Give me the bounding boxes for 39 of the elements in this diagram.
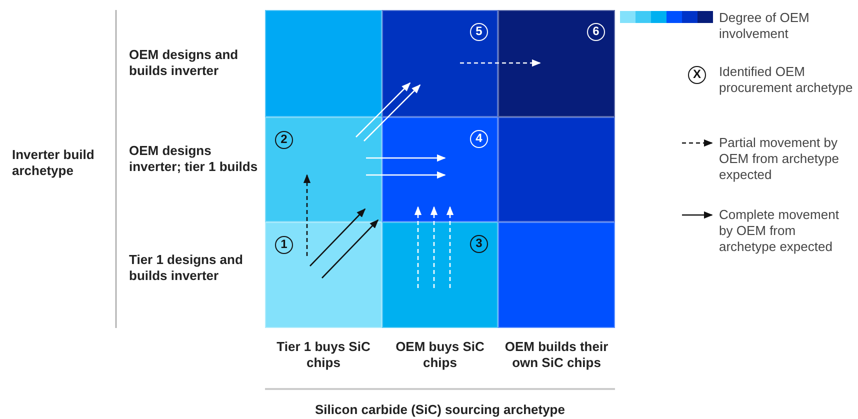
grid-cell — [265, 117, 382, 222]
arrow — [310, 208, 366, 266]
axis-title: Inverter build archetype — [12, 147, 96, 179]
archetype-number: 2 — [275, 131, 293, 149]
arrow — [366, 171, 446, 179]
arrow — [414, 206, 422, 288]
archetype-number: 3 — [470, 235, 488, 253]
arrow — [460, 59, 541, 67]
arrow — [366, 154, 446, 162]
grid-cell — [382, 222, 498, 328]
arrow — [430, 206, 438, 288]
archetype-number: 6 — [587, 23, 605, 41]
arrow — [364, 84, 421, 142]
legend-text: Complete movement by OEM from archetype expected — [719, 207, 840, 255]
grid-cell — [382, 117, 498, 222]
legend-text: Partial movement by OEM from archetype expected — [719, 135, 840, 183]
grid-cell — [265, 222, 382, 328]
grid-cell — [265, 10, 382, 117]
legend-text: Identified OEM procurement archetype — [719, 64, 854, 96]
row-label: Tier 1 designs and builds inverter — [129, 252, 244, 284]
column-label: Tier 1 buys SiC chips — [276, 339, 372, 371]
archetype-number: 1 — [275, 236, 293, 254]
row-label: OEM designs and builds inverter — [129, 47, 240, 79]
grid-cell — [498, 222, 615, 328]
archetype-number: 4 — [470, 130, 488, 148]
column-label: OEM buys SiC chips — [394, 339, 486, 371]
arrow — [446, 206, 454, 288]
arrow — [322, 219, 379, 278]
row-label: OEM designs inverter; tier 1 builds — [129, 143, 259, 175]
grid-cell — [382, 10, 498, 117]
axis-title: Silicon carbide (SiC) sourcing archetype — [314, 402, 566, 418]
grid-cell — [498, 117, 615, 222]
arrow — [303, 174, 311, 256]
arrow — [356, 82, 411, 138]
column-label: OEM builds their own SiC chips — [504, 339, 610, 371]
legend-symbol: X — [688, 66, 706, 84]
legend-text: Degree of OEM involvement — [719, 10, 810, 42]
grid-cell — [498, 10, 615, 117]
archetype-number: 5 — [470, 23, 488, 41]
